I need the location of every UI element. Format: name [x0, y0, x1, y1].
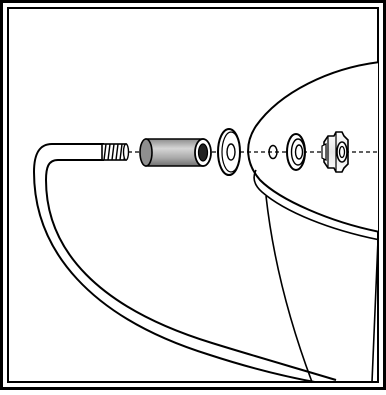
rod-tip — [122, 143, 130, 161]
pot-rim-lip — [253, 169, 378, 241]
hook-outer-edge — [32, 143, 321, 382]
pot-side-wall-left — [265, 195, 313, 382]
shoulder-washer-hole — [294, 144, 304, 160]
flat-washer — [217, 128, 241, 176]
shoulder-washer — [286, 133, 306, 171]
flat-washer-hole — [226, 143, 236, 161]
sleeve-spacer — [139, 138, 212, 167]
hook-inner-edge — [44, 159, 337, 381]
pot-side-wall-right — [371, 239, 378, 382]
pot-rim-outer — [247, 61, 378, 233]
sleeve-back-end — [139, 138, 153, 167]
nut-flange-teeth — [321, 143, 327, 161]
sleeve-bore — [197, 143, 209, 162]
hex-nut — [321, 131, 349, 173]
j-hook-threaded-rod — [32, 143, 337, 382]
pot-body — [247, 61, 378, 382]
nut-bore — [338, 145, 346, 159]
